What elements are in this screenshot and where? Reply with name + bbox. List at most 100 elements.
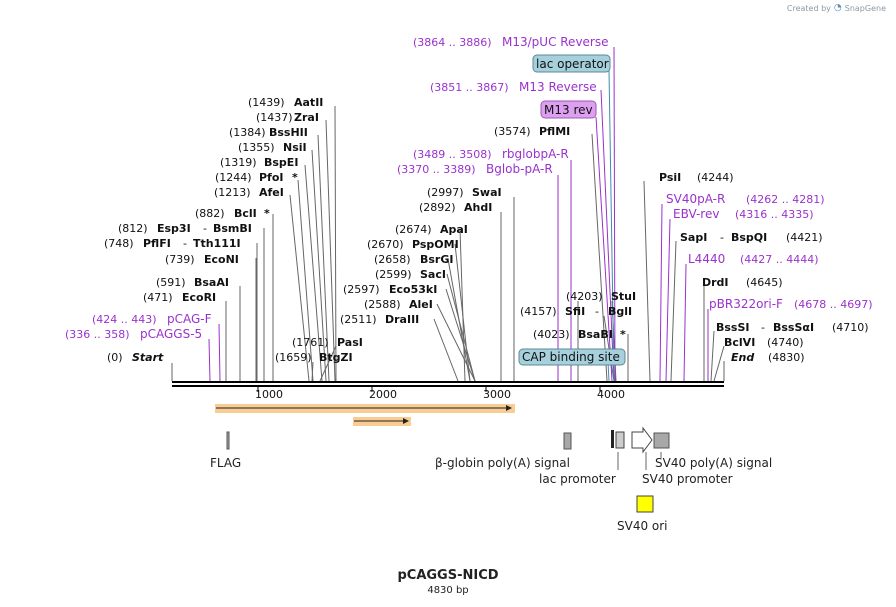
enzyme-pos: (1439)	[248, 96, 285, 109]
enzyme-name: BspEI	[264, 156, 298, 169]
enzyme-name: ApaI	[440, 223, 468, 236]
primer-labels: (3864 .. 3886) M13/pUC Reverse (3851 .. …	[65, 35, 873, 341]
enzyme-pos: (4421)	[786, 231, 823, 244]
primer-name: L4440	[688, 252, 725, 266]
enzyme-pos: (4740)	[767, 336, 804, 349]
enzyme-name: Eco53kI	[389, 283, 437, 296]
primer-range: (4262 .. 4281)	[746, 193, 825, 206]
primer-name: Bglob-pA-R	[486, 162, 553, 176]
enzyme-pos: (4023)	[533, 328, 570, 341]
enzyme-name: SapI	[680, 231, 707, 244]
enzyme-name: BtgZI	[319, 351, 353, 364]
primer-range: (336 .. 358)	[65, 328, 130, 341]
enzyme-name: SwaI	[472, 186, 502, 199]
enzyme-star: *	[264, 207, 270, 220]
enzyme-name: AhdI	[464, 201, 492, 214]
enzyme-connectors	[171, 105, 725, 382]
enzyme-name: End	[731, 351, 754, 364]
enzyme-pos: (2997)	[427, 186, 464, 199]
enzyme-pos: (1437)	[256, 111, 293, 124]
primer-range: (3489 .. 3508)	[413, 148, 492, 161]
enzyme-name: PflFI	[143, 237, 171, 250]
enzyme-star: *	[620, 328, 626, 341]
enzyme-name: NsiI	[283, 141, 307, 154]
enzyme-pos: (2892)	[419, 201, 456, 214]
primer-range: (3851 .. 3867)	[430, 81, 509, 94]
enzyme-pos: (1761)	[292, 336, 329, 349]
primer-name: EBV-rev	[673, 207, 719, 221]
enzyme-pos: (1213)	[214, 186, 251, 199]
enzyme-name: SacI	[420, 268, 446, 281]
enzyme-name: BsaBI	[578, 328, 613, 341]
enzyme-pos: (748)	[104, 237, 134, 250]
enzyme-name: ZraI	[294, 111, 319, 124]
enzyme-pos: (4645)	[746, 276, 783, 289]
primer-name: pCAGGS-5	[140, 327, 202, 341]
enzyme-pos: (2511)	[340, 313, 377, 326]
enzyme-name-2: BssSαI	[773, 321, 814, 334]
enzyme-name: StuI	[611, 290, 636, 303]
enzyme-dash: -	[203, 222, 207, 235]
enzyme-name-2: BspQI	[731, 231, 767, 244]
feature-m13-rev: M13 rev	[544, 103, 593, 117]
enzyme-pos: (4830)	[768, 351, 805, 364]
enzyme-pos: (471)	[143, 291, 173, 304]
enzyme-pos: (591)	[156, 276, 186, 289]
enzyme-pos: (2588)	[364, 298, 401, 311]
enzyme-name-2: BsmBI	[213, 222, 252, 235]
enzyme-name: Start	[132, 351, 164, 364]
feature-sv40-polya-label: SV40 poly(A) signal	[655, 456, 772, 470]
primer-range: (3864 .. 3886)	[413, 36, 492, 49]
primer-name: pBR322ori-F	[709, 297, 783, 311]
enzyme-name: PasI	[337, 336, 363, 349]
enzyme-pos: (812)	[118, 222, 148, 235]
feature-lac-promoter-label: lac promoter	[539, 472, 616, 486]
enzyme-pos: (3574)	[494, 125, 531, 138]
enzyme-name: EcoNI	[204, 253, 239, 266]
enzyme-pos: (739)	[165, 253, 195, 266]
brand-name: SnapGene	[844, 3, 886, 13]
enzyme-name: SfiI	[565, 305, 585, 318]
primer-range: (4427 .. 4444)	[740, 253, 819, 266]
enzyme-pos: (2674)	[395, 223, 432, 236]
primer-range: (4316 .. 4335)	[735, 208, 814, 221]
tick-label: 3000	[483, 388, 511, 401]
enzyme-pos: (4244)	[697, 171, 734, 184]
enzyme-name: BclVI	[724, 336, 755, 349]
enzyme-pos: (1659)	[275, 351, 312, 364]
plasmid-name: pCAGGS-NICD	[397, 568, 499, 583]
primer-range: (4678 .. 4697)	[794, 298, 873, 311]
enzyme-pos: (2597)	[343, 283, 380, 296]
primer-name: M13 Reverse	[519, 80, 597, 94]
feature-bglobin-polya-label: β-globin poly(A) signal	[435, 456, 570, 470]
enzyme-pos: (1319)	[220, 156, 257, 169]
enzyme-labels: (1439) AatII (1437) ZraI (1384) BssHII (…	[104, 96, 869, 364]
enzyme-pos: (0)	[107, 351, 123, 364]
primer-range: (424 .. 443)	[92, 313, 157, 326]
tick-label: 1000	[255, 388, 283, 401]
enzyme-name: BclI	[234, 207, 257, 220]
feature-labels: FLAG β-globin poly(A) signal lac promote…	[210, 456, 772, 533]
primer-range: (3370 .. 3389)	[397, 163, 476, 176]
enzyme-name: BsaAI	[194, 276, 229, 289]
enzyme-name: Esp3I	[157, 222, 191, 235]
enzyme-name: BsrGI	[420, 253, 453, 266]
enzyme-pos: (2658)	[374, 253, 411, 266]
enzyme-pos: (2599)	[375, 268, 412, 281]
enzyme-name: AatII	[294, 96, 323, 109]
primer-connectors	[208, 46, 709, 382]
enzyme-name-2: Tth111I	[193, 237, 241, 250]
created-by-text: Created by	[786, 3, 831, 13]
feature-glyphs	[226, 426, 670, 513]
enzyme-dash: -	[720, 231, 724, 244]
enzyme-name-2: BglI	[608, 305, 632, 318]
plasmid-title-block: pCAGGS-NICD 4830 bp	[0, 568, 896, 596]
backbone	[172, 381, 724, 387]
primer-name: M13/pUC Reverse	[502, 35, 609, 49]
enzyme-name: PsiI	[659, 171, 681, 184]
enzyme-name: PfoI	[259, 171, 284, 184]
enzyme-pos: (1355)	[238, 141, 275, 154]
enzyme-dash: -	[761, 321, 765, 334]
tick-label: 2000	[369, 388, 397, 401]
